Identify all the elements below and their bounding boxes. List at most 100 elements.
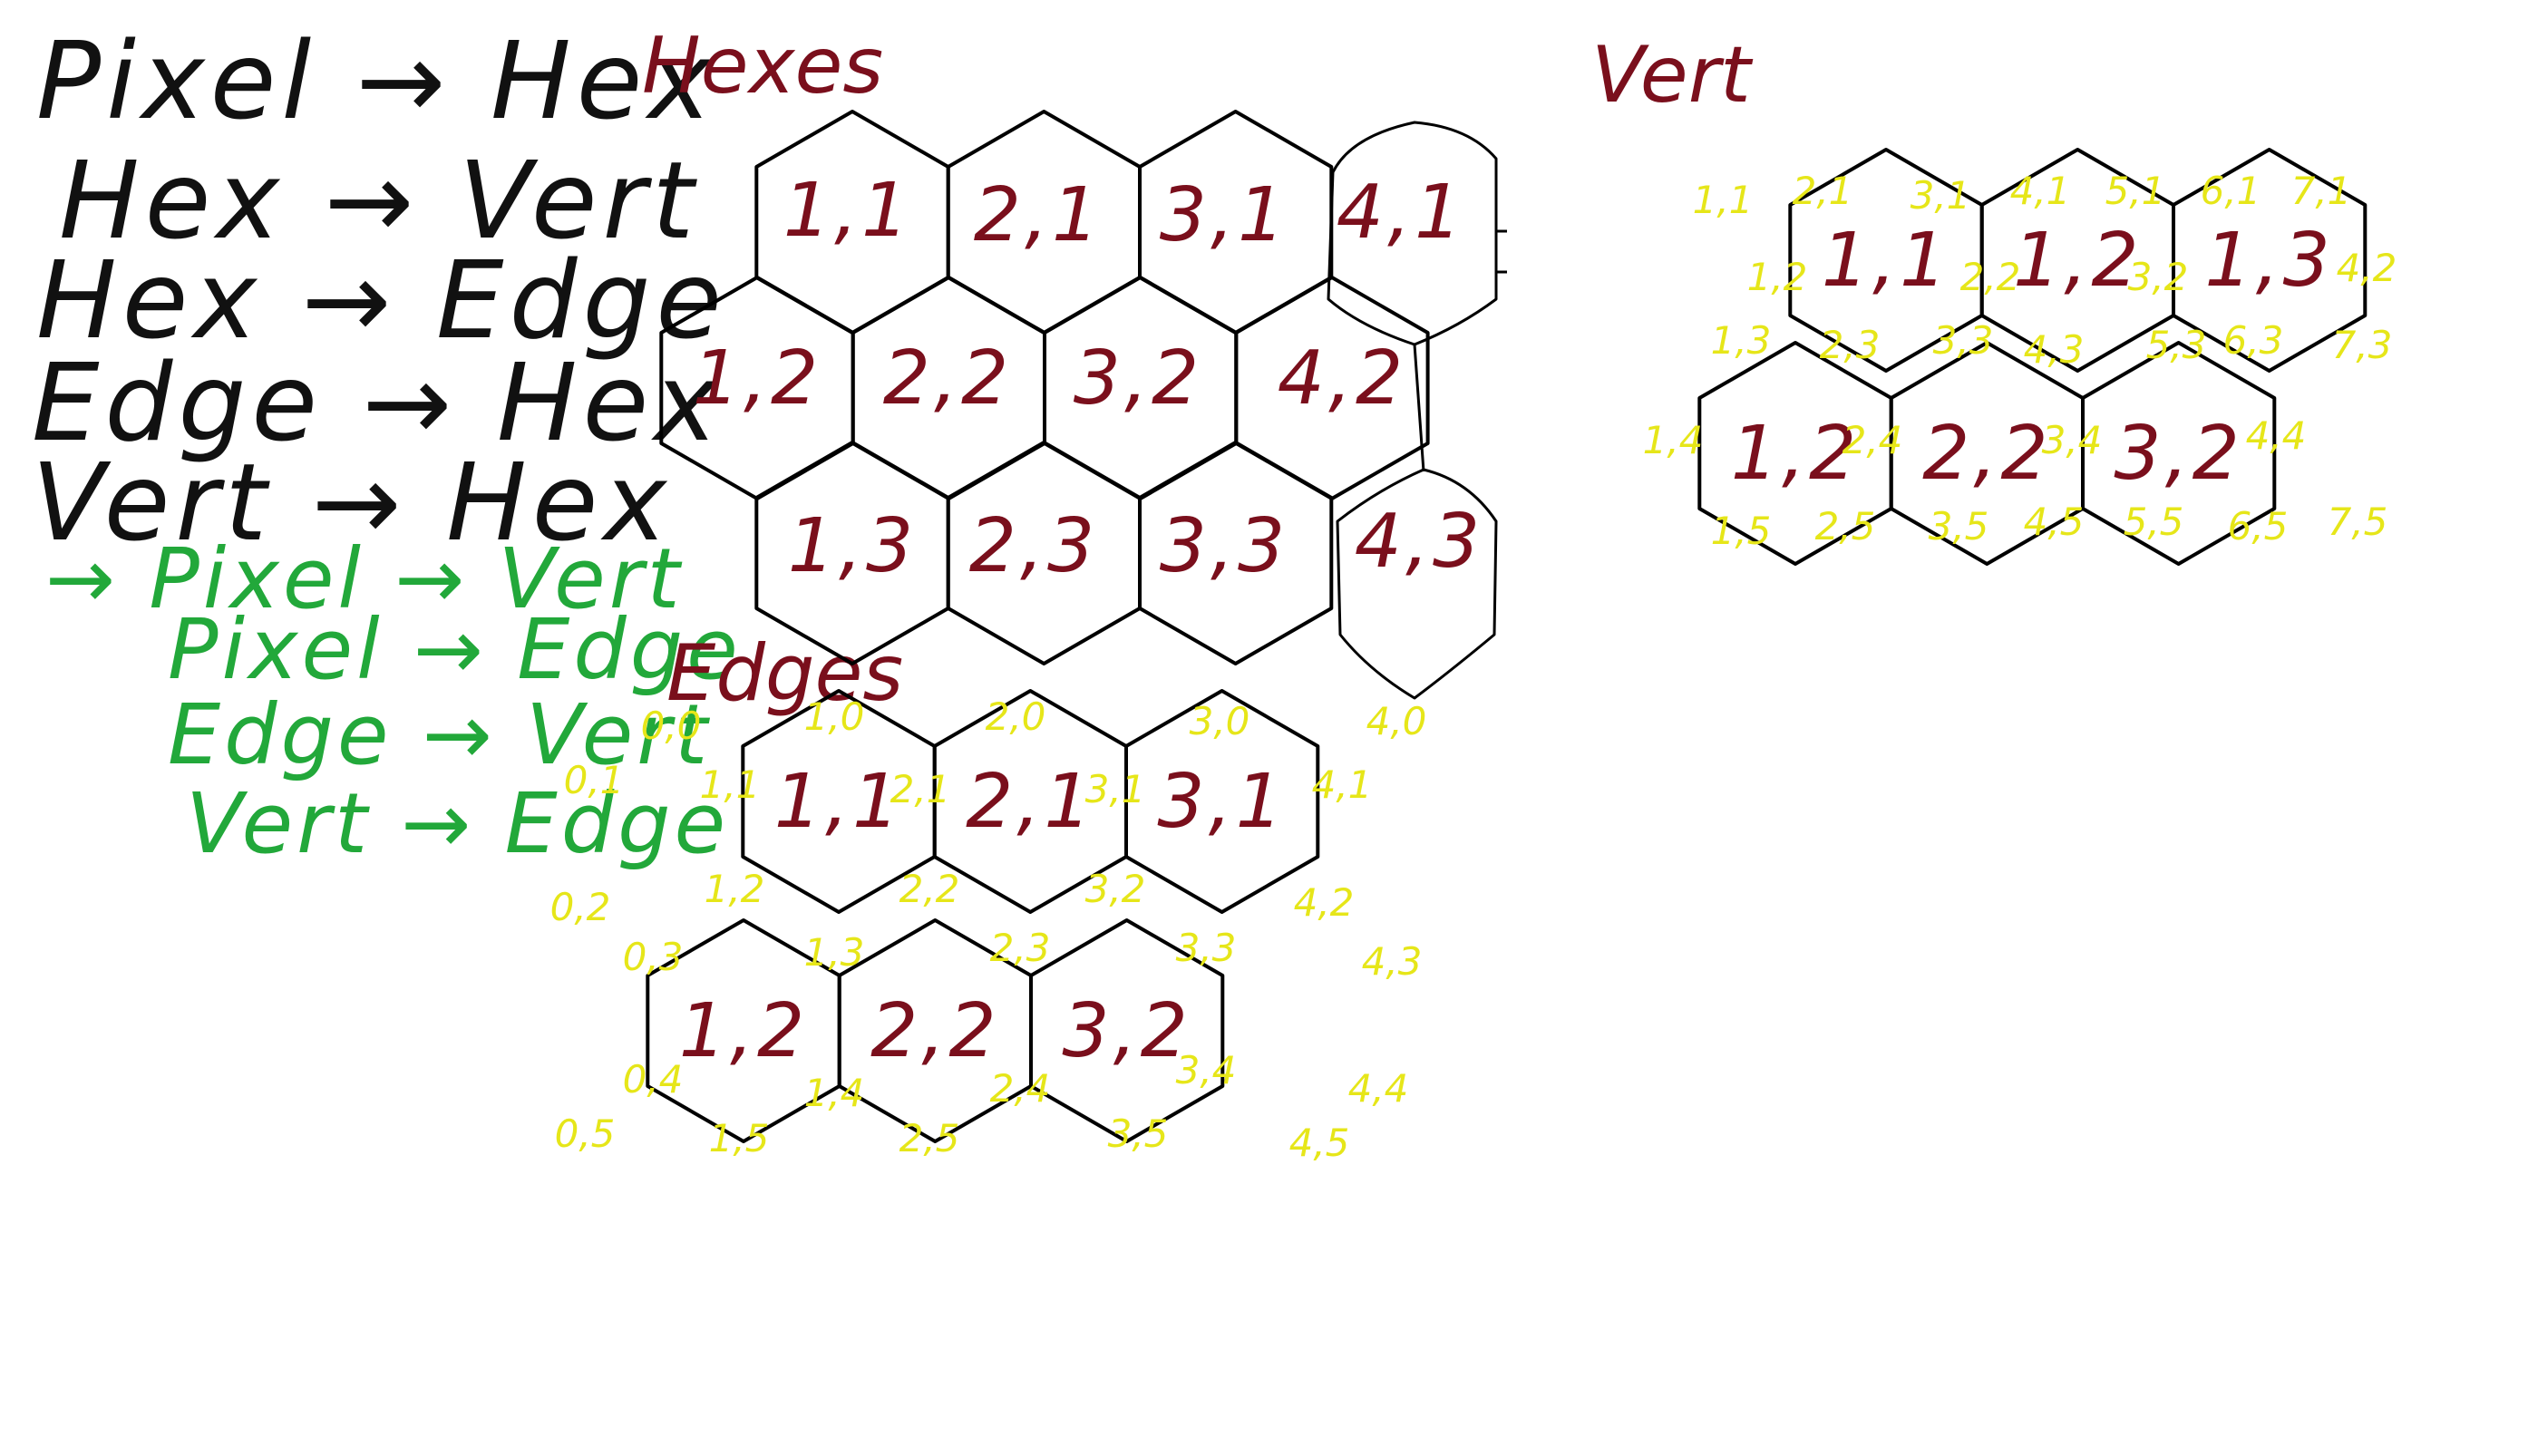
vert-coordinate: 1,3	[1711, 318, 1772, 363]
edge-coordinate: 4,5	[1289, 1121, 1350, 1165]
conversion-edge-hex: Edge → Hex	[32, 340, 723, 465]
vert-coordinate: 4,5	[2024, 500, 2085, 544]
hex-cell-label: 4,2	[1278, 335, 1406, 422]
edge-coordinate: 4,3	[1362, 939, 1423, 984]
hexes-grid: 1,1 2,1 3,1 4,1 1,2 2,2 3,2 4,2 1,3 2,3 3,3 4,3	[659, 110, 1483, 665]
vert-title: Vert	[1591, 30, 1754, 121]
edge-coordinate: 3,3	[1176, 926, 1237, 970]
vert-coordinate: 1,1	[1693, 178, 1754, 222]
sketch-edge-marks	[1413, 229, 1507, 472]
vert-coordinate: 5,3	[2146, 323, 2207, 367]
edge-coordinate: 3,5	[1108, 1111, 1169, 1156]
vert-hex-label: 1,2	[1731, 411, 1860, 497]
edge-coordinate: 2,3	[990, 926, 1051, 970]
vert-coordinate: 7,3	[2332, 323, 2393, 367]
conversion-hex-vert: Hex → Vert	[59, 138, 699, 263]
hex-cell-label: 1,3	[788, 503, 917, 589]
vert-coordinate: 4,1	[2010, 169, 2071, 213]
hex-cell-label: 1,1	[783, 168, 912, 254]
vert-coordinate: 7,5	[2328, 500, 2388, 544]
vert-coordinate: 3,2	[2128, 255, 2189, 299]
conversion-vert-hex: Vert → Hex	[32, 440, 672, 565]
edge-coordinate: 0,4	[623, 1057, 684, 1102]
vert-hex-label: 1,1	[1822, 218, 1950, 304]
edge-coordinate: 0,3	[623, 935, 684, 979]
edge-coordinate: 4,0	[1366, 699, 1427, 743]
edge-coordinate: 1,3	[804, 930, 865, 975]
edge-coordinate: 0,5	[555, 1111, 616, 1156]
edge-coordinate: 2,4	[990, 1066, 1051, 1111]
vert-coordinate: 2,2	[1960, 255, 2021, 299]
edge-coordinate: 4,1	[1312, 762, 1373, 807]
hex-cell-label: 2,3	[969, 503, 1098, 589]
edge-coordinate: 3,1	[1085, 767, 1146, 811]
vert-coordinate: 2,1	[1793, 169, 1853, 213]
vert-coordinate: 5,1	[2105, 169, 2166, 213]
hex-cell	[1138, 441, 1334, 665]
edge-coordinate: 1,0	[804, 694, 865, 739]
edge-coordinate: 1,2	[705, 867, 765, 911]
hexes-partial-column-sketch	[1327, 121, 1507, 700]
conversion-pixel-hex: Pixel → Hex	[36, 18, 716, 143]
vert-coordinate: 2,4	[1843, 418, 1903, 462]
vert-coordinate: 4,3	[2024, 327, 2085, 372]
edge-coordinate: 1,4	[804, 1071, 865, 1115]
vert-hex-cell	[2081, 341, 2277, 566]
edge-coordinate: 3,4	[1176, 1048, 1237, 1092]
edge-coordinate: 4,2	[1294, 880, 1355, 925]
hex-cell-label: 1,2	[693, 335, 822, 422]
hex-cell-label: 3,1	[1160, 172, 1288, 258]
edge-hex-label: 1,2	[679, 988, 808, 1074]
vert-coordinate: 2,3	[1820, 323, 1881, 367]
edge-hex-label: 3,1	[1157, 759, 1286, 845]
vert-coordinate: 3,5	[1929, 504, 1989, 548]
vert-coordinate: 1,4	[1643, 418, 1704, 462]
edge-hex-cell	[1124, 689, 1320, 914]
edge-hex-cell	[1029, 918, 1225, 1143]
edge-coordinate: 0,2	[550, 885, 611, 929]
hex-cell-label: 2,2	[883, 335, 1012, 422]
edge-hex-label: 3,2	[1062, 988, 1191, 1074]
vert-hex-label: 3,2	[2114, 411, 2242, 497]
todo-pixel-vert: → Pixel → Vert	[45, 530, 684, 627]
edge-coordinate: 2,0	[986, 694, 1046, 739]
hex-cell-label: 3,3	[1160, 503, 1288, 589]
vert-coordinate: 1,2	[1747, 255, 1808, 299]
todo-edge-vert: Edge → Vert	[168, 686, 711, 783]
edges-title: Edges	[666, 628, 903, 719]
todo-pixel-edge: Pixel → Edge	[168, 601, 742, 698]
todo-vert-edge: Vert → Edge	[186, 775, 729, 872]
edge-coordinate: 3,2	[1085, 867, 1146, 911]
edge-coordinate: 1,5	[709, 1116, 770, 1160]
conversion-list: Pixel → Hex Hex → Vert Hex → Edge Edge →…	[32, 18, 727, 565]
edge-coordinate: 1,1	[700, 762, 761, 807]
conversion-hex-edge: Hex → Edge	[36, 238, 727, 363]
sketch-hex-4-1	[1327, 121, 1498, 346]
vert-coordinate: 3,4	[2042, 418, 2103, 462]
sketch-hex-4-3	[1336, 468, 1498, 700]
edge-hex-label: 1,1	[774, 759, 903, 845]
vert-coordinate: 4,2	[2337, 246, 2397, 290]
hex-cell-label: 4,3	[1355, 499, 1483, 585]
vert-coordinate: 5,5	[2124, 500, 2184, 544]
todo-list: → Pixel → Vert Pixel → Edge Edge → Vert …	[45, 530, 742, 872]
edge-coordinate: 0,1	[564, 758, 625, 802]
hex-cell-label: 4,1	[1337, 170, 1465, 256]
edge-coordinate: 2,5	[899, 1116, 960, 1160]
hex-cell-label: 2,1	[974, 172, 1103, 258]
vert-hex-cell	[2172, 148, 2368, 373]
edge-coordinate: 3,0	[1190, 699, 1250, 743]
edge-coordinate: 4,4	[1348, 1066, 1409, 1111]
hex-cell-label: 3,2	[1074, 335, 1202, 422]
vert-coordinate: 3,3	[1933, 318, 1994, 363]
vert-coordinate: 6,3	[2223, 318, 2284, 363]
vert-hex-label: 1,3	[2204, 218, 2333, 304]
edge-hex-label: 2,2	[870, 988, 999, 1074]
vert-coordinate: 4,4	[2246, 413, 2307, 458]
edge-coordinate: 0,0	[641, 704, 702, 748]
vert-hex-label: 1,2	[2013, 218, 2142, 304]
